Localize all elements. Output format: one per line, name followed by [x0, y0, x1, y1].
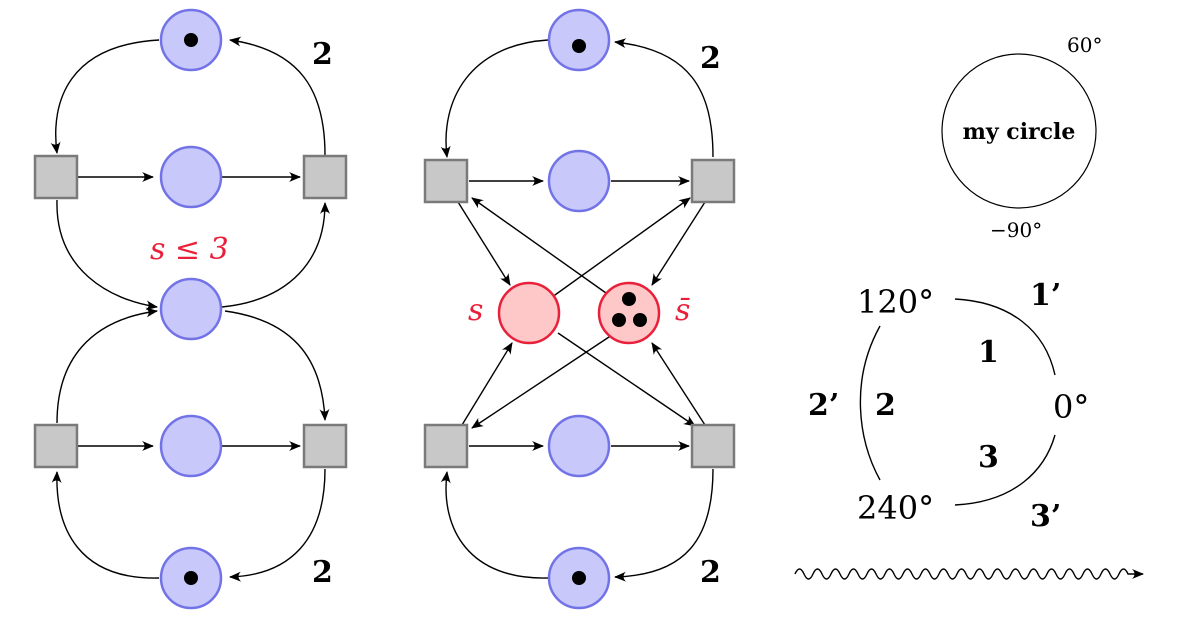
middle-weight-top: 2: [700, 41, 721, 76]
left-transition-lr: [302, 423, 348, 469]
left-arc: [56, 199, 158, 311]
arc-demo: 120° 0° 240° 1 2 3 1’ 2’ 3’: [808, 278, 1089, 534]
arc-inner-2-label: 2: [875, 388, 896, 423]
middle-place-upper: [547, 149, 611, 213]
middle-petri-net: 2 2 s s̄: [423, 8, 736, 610]
middle-arc: [651, 342, 706, 426]
middle-arc: [471, 334, 613, 429]
middle-place-sbar: [597, 281, 661, 345]
middle-place-lower: [547, 414, 611, 478]
middle-arc: [440, 471, 549, 579]
middle-weight-bottom: 2: [700, 555, 721, 590]
left-arc: [221, 202, 330, 308]
angle-0-label: 0°: [1053, 388, 1089, 426]
left-arc: [229, 36, 326, 156]
middle-arc: [440, 39, 549, 158]
left-token-bottom: [184, 571, 198, 585]
left-arc: [56, 307, 158, 424]
sbar-token: [622, 292, 636, 306]
circle-demo: my circle 60° −90°: [941, 33, 1102, 242]
left-transition-ur: [302, 154, 348, 200]
middle-arc: [614, 468, 714, 582]
left-petri-net: 2 2 s ≤ 3: [33, 8, 348, 610]
arc-2: [859, 325, 881, 481]
middle-transition-ur: [690, 158, 736, 204]
snake-line: [794, 568, 1144, 580]
arc-outer-1-label: 1’: [1030, 278, 1061, 313]
middle-transition-ll: [423, 423, 469, 469]
left-transition-ul: [33, 154, 79, 200]
arc-1: [954, 298, 1056, 376]
left-place-lower: [159, 414, 223, 478]
arc-outer-3-label: 3’: [1030, 499, 1061, 534]
arc-inner-1-label: 1: [978, 335, 999, 370]
middle-place-s: [497, 281, 561, 345]
angle-minus90-label: −90°: [990, 218, 1042, 242]
left-weight-top: 2: [312, 37, 333, 72]
left-place-upper: [159, 145, 223, 209]
middle-arc: [461, 342, 513, 426]
place-s-label: s: [468, 293, 483, 328]
middle-arc: [471, 197, 607, 294]
snake-arrow: [794, 568, 1144, 580]
left-token-top: [184, 33, 198, 47]
left-arc: [224, 310, 330, 421]
arc-3: [954, 434, 1056, 506]
middle-transition-lr: [690, 423, 736, 469]
left-arc: [50, 39, 160, 154]
left-weight-bottom: 2: [312, 555, 333, 590]
angle-240-label: 240°: [857, 489, 934, 527]
left-transition-ll: [33, 423, 79, 469]
middle-arc: [457, 201, 511, 286]
middle-arc: [557, 332, 696, 427]
middle-arc: [547, 197, 691, 301]
middle-token-bottom: [572, 571, 586, 585]
middle-arc: [614, 38, 714, 158]
middle-arc: [651, 201, 706, 286]
angle-60-label: 60°: [1067, 33, 1102, 57]
arc-inner-3-label: 3: [978, 440, 999, 475]
sbar-token: [612, 313, 626, 327]
my-circle-label: my circle: [963, 119, 1076, 145]
place-sbar-label: s̄: [675, 293, 690, 328]
my-circle: [941, 53, 1097, 209]
arc-outer-2-label: 2’: [808, 388, 839, 423]
middle-token-top: [572, 39, 586, 53]
middle-transition-ul: [423, 158, 469, 204]
left-place-middle: [159, 277, 223, 341]
left-arc: [229, 468, 326, 582]
angle-120-label: 120°: [857, 283, 934, 321]
left-arc: [51, 471, 160, 579]
left-condition-label: s ≤ 3: [150, 232, 229, 267]
sbar-token: [633, 313, 647, 327]
